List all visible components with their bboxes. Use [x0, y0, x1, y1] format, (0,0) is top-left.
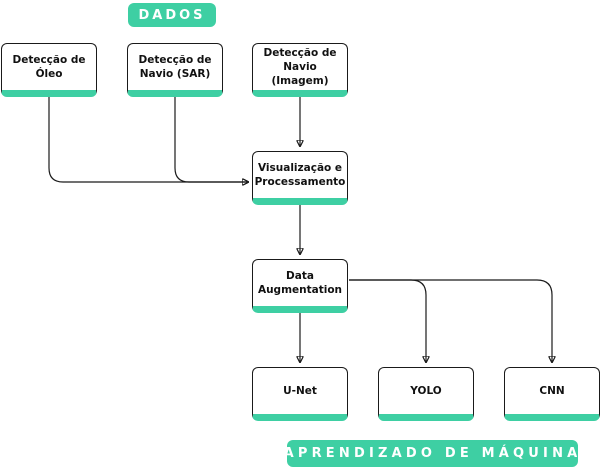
node-data-augmentation-label: Data Augmentation — [257, 269, 343, 296]
node-ship-detection-image-label: Detecção de Navio (Imagem) — [263, 46, 337, 88]
node-data-augmentation: Data Augmentation — [252, 259, 348, 313]
node-visualization-processing: Visualização e Processamento — [252, 151, 348, 205]
data-section-label: DADOS — [128, 3, 216, 27]
connector-oil-to-viz — [48, 97, 248, 182]
connector-sar-to-viz — [174, 97, 248, 182]
machine-learning-section-label: APRENDIZADO DE MÁQUINA — [284, 440, 578, 467]
node-cnn: CNN — [504, 367, 600, 421]
node-yolo: YOLO — [378, 367, 474, 421]
connector-augment-to-cnn — [349, 279, 552, 362]
connector-augment-to-yolo — [349, 279, 426, 362]
node-oil-detection-label: Detecção de Óleo — [12, 53, 86, 80]
node-unet: U-Net — [252, 367, 348, 421]
node-unet-label: U-Net — [283, 384, 317, 397]
node-ship-detection-image: Detecção de Navio (Imagem) — [252, 43, 348, 97]
node-ship-detection-sar: Detecção de Navio (SAR) — [127, 43, 223, 97]
node-oil-detection: Detecção de Óleo — [1, 43, 97, 97]
node-visualization-processing-label: Visualização e Processamento — [254, 161, 346, 188]
node-ship-detection-sar-label: Detecção de Navio (SAR) — [138, 53, 212, 80]
node-yolo-label: YOLO — [410, 384, 442, 397]
node-cnn-label: CNN — [539, 384, 565, 397]
